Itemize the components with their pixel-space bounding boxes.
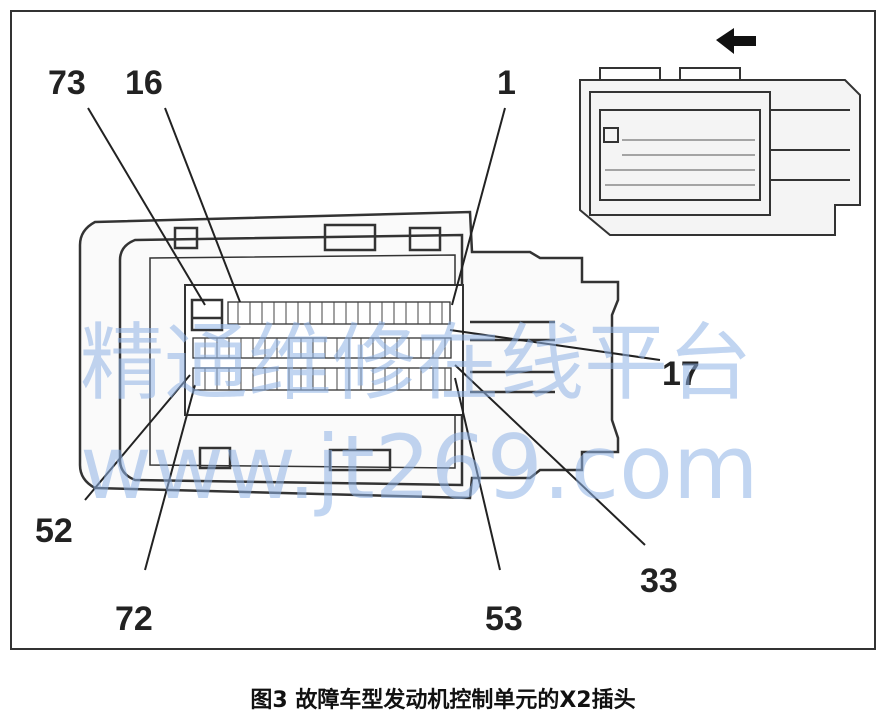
watermark-line1: 精通维修在线平台 xyxy=(80,314,752,412)
pin-label-17: 17 xyxy=(662,355,700,393)
pin-label-1: 1 xyxy=(497,64,516,102)
leader-53 xyxy=(454,377,501,571)
leader-52 xyxy=(84,374,191,501)
arrow-left-icon xyxy=(716,28,756,54)
pin-label-53: 53 xyxy=(485,600,523,638)
leader-1 xyxy=(451,107,506,306)
pin-labels: 73 16 1 17 52 72 53 33 xyxy=(35,64,700,638)
pin-label-33: 33 xyxy=(640,562,678,600)
leader-72 xyxy=(144,384,196,571)
pin-label-16: 16 xyxy=(125,64,163,102)
leader-16 xyxy=(164,107,241,303)
watermark: 精通维修在线平台 www.jt269.com xyxy=(80,314,759,519)
leader-17 xyxy=(449,329,661,361)
pin-label-52: 52 xyxy=(35,512,73,550)
leader-73 xyxy=(87,107,206,306)
watermark-line2: www.jt269.com xyxy=(80,416,759,519)
connector-3d-view xyxy=(579,67,861,236)
figure-caption: 图3 故障车型发动机控制单元的X2插头 xyxy=(250,688,636,713)
leader-33 xyxy=(454,364,646,546)
leader-lines xyxy=(84,107,661,571)
connector-face xyxy=(78,210,620,500)
pin-label-73: 73 xyxy=(48,64,86,102)
pin-label-72: 72 xyxy=(115,600,153,638)
